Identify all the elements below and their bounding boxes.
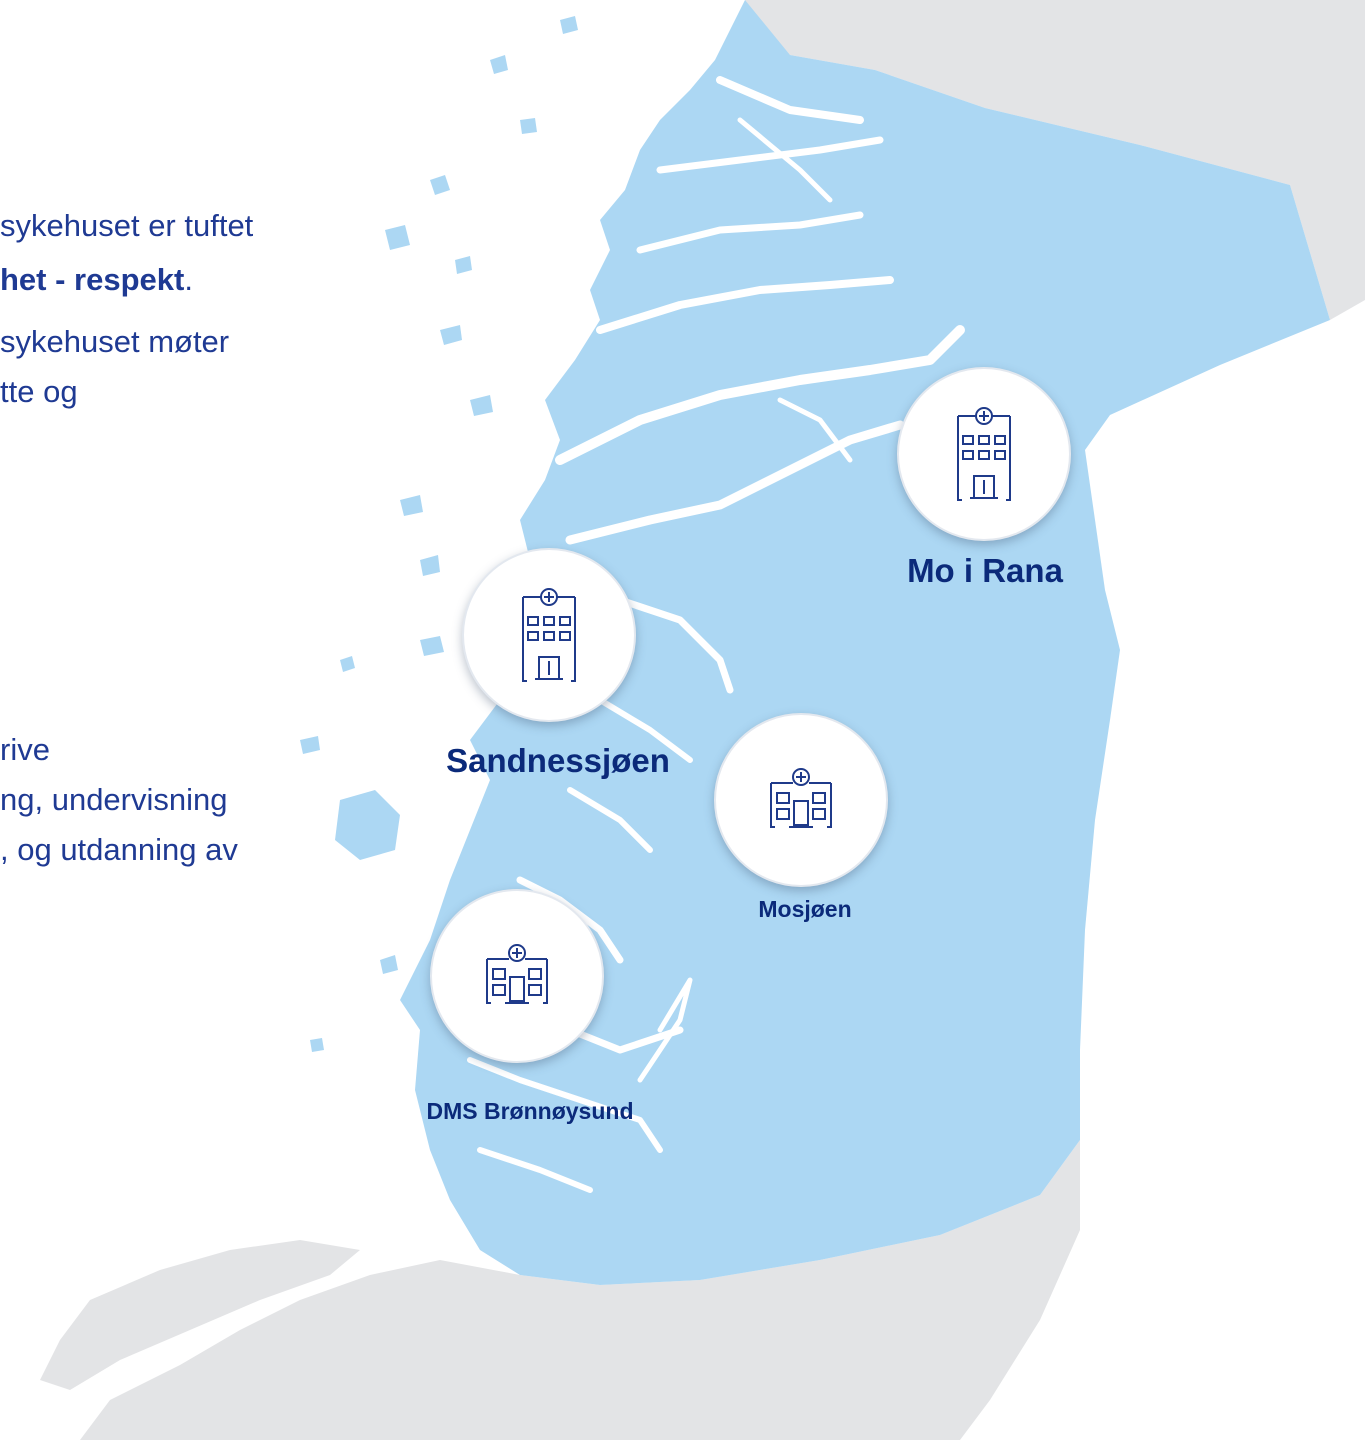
location-marker-sandnessjoen[interactable]	[462, 548, 636, 722]
hospital-small-icon	[486, 944, 548, 1004]
land-east-strip	[1290, 110, 1365, 320]
intro-line-2: het - respekt.	[0, 262, 193, 298]
intro-line-3-text: sykehuset møter	[0, 324, 230, 359]
mission-line-3: , og utdanning av	[0, 832, 238, 868]
intro-line-1: sykehuset er tuftet	[0, 208, 253, 244]
hospital-small-icon	[770, 768, 832, 828]
location-label-mo-i-rana[interactable]: Mo i Rana	[907, 552, 1063, 589]
intro-line-2-tail: .	[184, 262, 193, 297]
location-marker-mo-i-rana[interactable]	[897, 367, 1071, 541]
land-north	[745, 0, 1365, 185]
mission-line-2-text: ng, undervisning	[0, 782, 228, 817]
intro-line-4: tte og	[0, 374, 78, 410]
hospital-building-icon	[957, 407, 1011, 501]
mission-line-2: ng, undervisning	[0, 782, 228, 818]
fjords	[467, 76, 965, 1193]
values-bold-text: het - respekt	[0, 262, 185, 297]
land-south-islands	[40, 1240, 360, 1390]
hospital-building-icon	[522, 588, 576, 682]
location-marker-dms-bronnoysund[interactable]	[430, 889, 604, 1063]
intro-line-1-text: sykehuset er tuftet	[0, 208, 254, 243]
location-marker-mosjoen[interactable]	[714, 713, 888, 887]
coastal-islands	[300, 16, 578, 1052]
location-label-mosjoen[interactable]: Mosjøen	[758, 896, 852, 922]
intro-line-4-text: tte og	[0, 374, 78, 409]
location-label-dms-bronnoysund[interactable]: DMS Brønnøysund	[426, 1098, 634, 1124]
mission-line-1-text: rive	[0, 732, 50, 767]
intro-line-3: sykehuset møter	[0, 324, 229, 360]
land-south	[80, 1140, 1080, 1440]
location-label-sandnessjoen[interactable]: Sandnessjøen	[446, 742, 670, 779]
mission-line-1: rive	[0, 732, 50, 768]
mission-line-3-text: , og utdanning av	[0, 832, 238, 867]
